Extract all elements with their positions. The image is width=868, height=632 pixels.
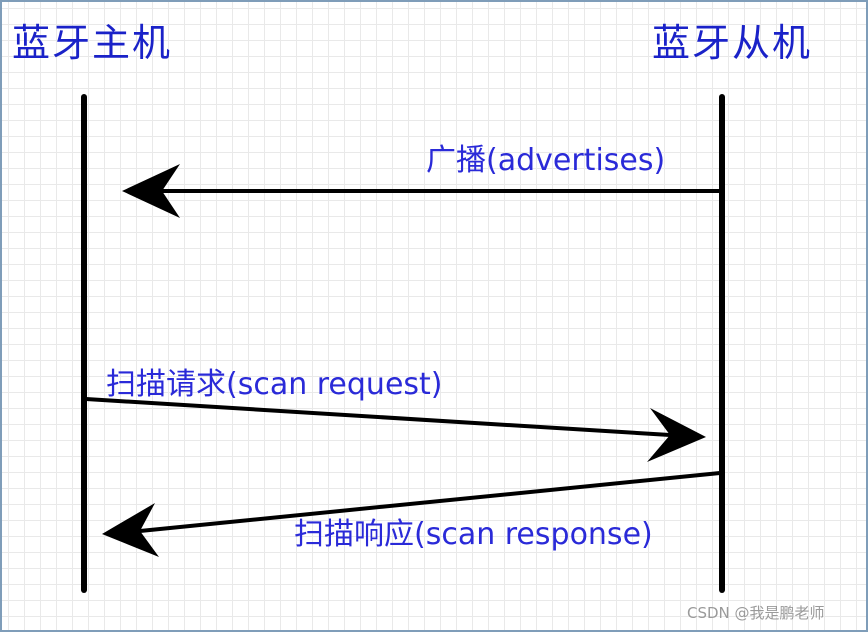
watermark: CSDN @我是鹏老师 — [687, 604, 825, 622]
message-label-advertises: 广播(advertises) — [426, 143, 666, 178]
advertises-arrowhead — [122, 164, 180, 218]
scan-request-arrowhead — [647, 408, 706, 462]
message-label-scan-response: 扫描响应(scan response) — [294, 517, 653, 552]
scan-request-arrow-line — [85, 397, 671, 437]
participant-host-label: 蓝牙主机 — [12, 21, 173, 65]
scan-response-arrowhead — [102, 503, 159, 557]
message-label-scan-request: 扫描请求(scan request) — [106, 367, 443, 402]
participant-slave-label: 蓝牙从机 — [652, 21, 813, 65]
scan-response-arrow-line — [139, 471, 721, 533]
